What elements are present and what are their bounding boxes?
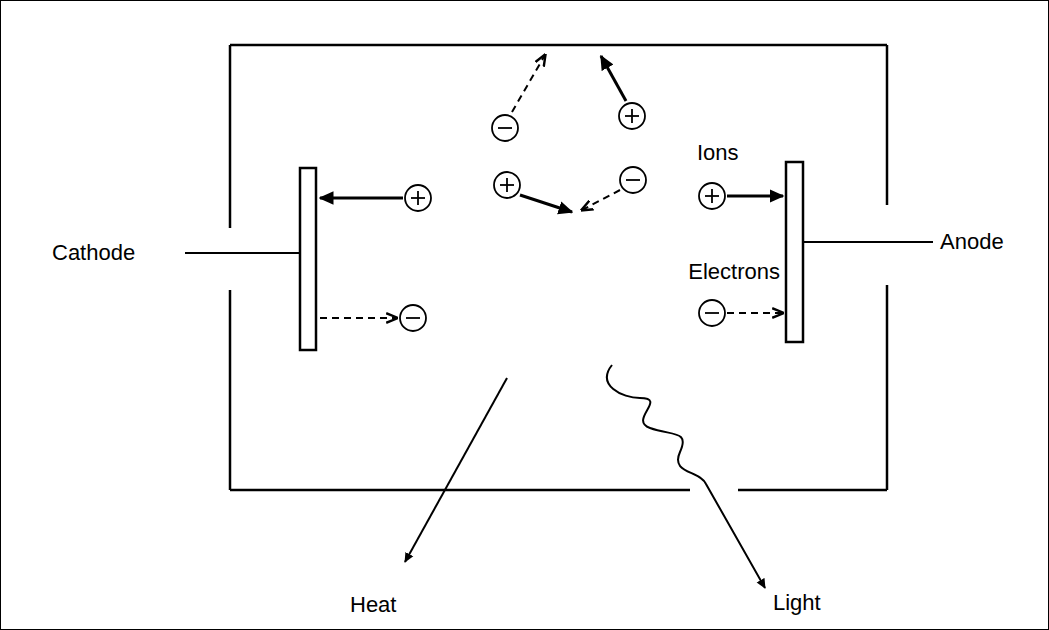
positive-ion xyxy=(699,183,725,209)
minus-sign xyxy=(705,312,719,314)
electron-arrow xyxy=(320,317,397,319)
electrode-label: Cathode xyxy=(52,241,135,265)
plus-sign xyxy=(506,178,508,192)
electron xyxy=(699,300,725,326)
ion-arrow xyxy=(520,195,572,212)
electron xyxy=(620,167,646,193)
electrode-label: Anode xyxy=(940,230,1004,254)
positive-ion xyxy=(494,172,520,198)
tube-wall xyxy=(738,489,887,492)
minus-sign xyxy=(406,317,420,319)
output-label: Heat xyxy=(350,593,396,617)
cathode-lead xyxy=(185,252,300,254)
ion-arrow xyxy=(727,195,783,198)
ion-arrow xyxy=(320,197,403,200)
electron-arrow xyxy=(727,312,783,314)
tube-wall xyxy=(886,45,889,205)
plus-sign xyxy=(631,109,633,123)
tube-wall xyxy=(229,290,232,490)
plus-sign xyxy=(417,191,419,205)
electron-arrow xyxy=(582,190,620,210)
cathode-plate xyxy=(300,168,316,350)
electron xyxy=(400,305,426,331)
output-label: Light xyxy=(773,591,821,615)
minus-sign xyxy=(626,179,640,181)
tube-wall xyxy=(886,285,889,490)
ion-arrow xyxy=(601,56,626,101)
charge-symbols xyxy=(400,103,725,331)
tube-wall xyxy=(230,45,887,490)
positive-ion xyxy=(619,103,645,129)
positive-ion xyxy=(405,185,431,211)
particle-label: Ions xyxy=(697,141,739,165)
tube-wall xyxy=(230,44,887,47)
anode-lead xyxy=(803,241,933,243)
electron xyxy=(492,115,518,141)
anode-plate xyxy=(786,162,803,342)
minus-sign xyxy=(498,127,512,129)
tube-wall xyxy=(229,45,232,228)
particle-label: Electrons xyxy=(688,260,780,284)
heat-arrow xyxy=(405,378,507,562)
plus-sign xyxy=(711,189,713,203)
electron-arrow xyxy=(512,55,545,112)
light-wave xyxy=(607,365,765,588)
tube-wall xyxy=(230,489,690,492)
